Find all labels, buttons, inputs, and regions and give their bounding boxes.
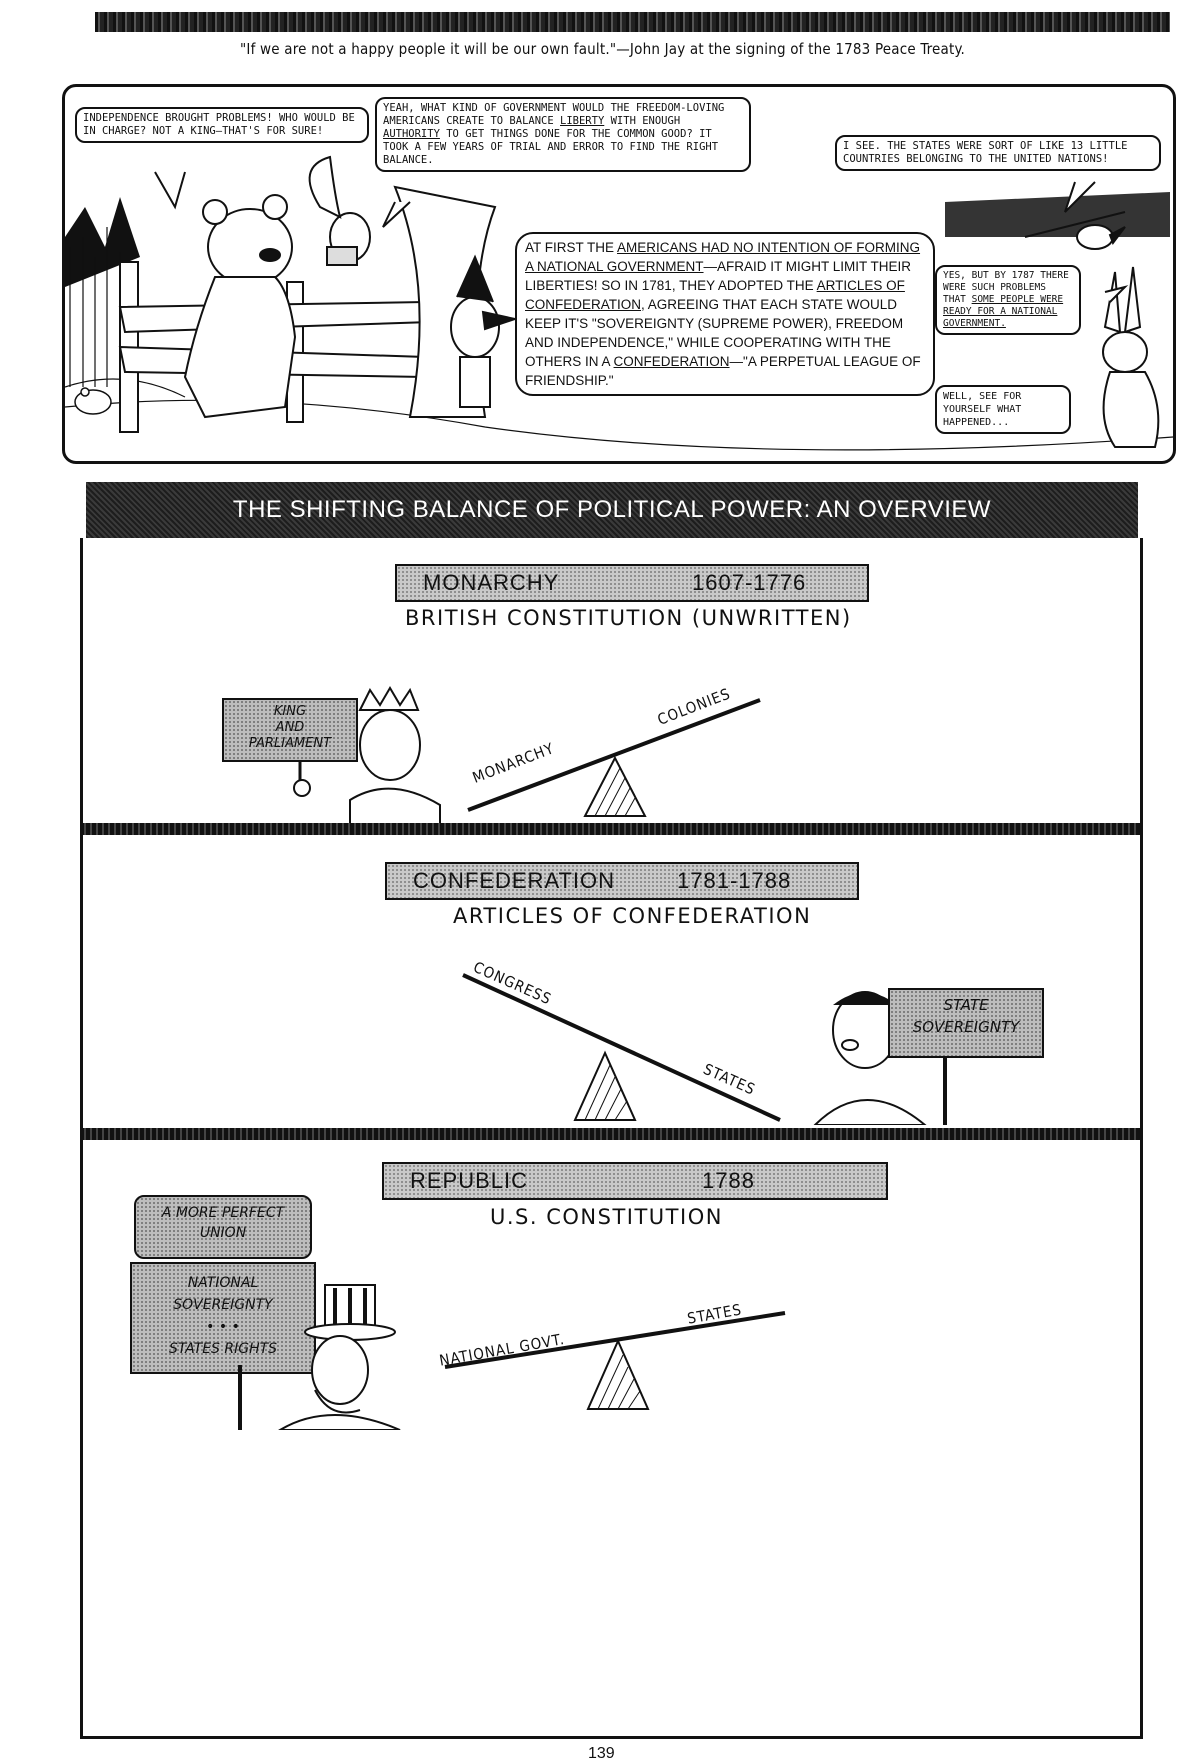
era-years: 1781-1788 [677,868,792,893]
era-name: CONFEDERATION [413,868,616,893]
king-illustration [293,686,441,825]
document-title: ARTICLES OF CONFEDERATION [453,904,812,928]
overview-title: THE SHIFTING BALANCE OF POLITICAL POWER:… [86,482,1138,538]
page-quote: "If we are not a happy people it will be… [240,40,965,58]
sign-line: SOVEREIGNTY [912,1018,1020,1036]
era-name: MONARCHY [423,570,560,595]
speech-bubble-bear: INDEPENDENCE BROUGHT PROBLEMS! WHO WOULD… [75,107,369,143]
speech-bubble-rabbit-2: WELL, SEE FOR YOURSELF WHAT HAPPENED... [935,385,1071,434]
sign-line: AND [275,720,305,735]
era-name: REPUBLIC [410,1168,529,1193]
seesaw-monarchy [467,698,761,817]
sign-line: NATIONAL [187,1275,259,1291]
liberty-term: LIBERTY [560,115,605,127]
narration-text: —"A PERPETUAL LEAGUE OF FRIENDSHIP." [525,354,921,388]
articles-term: ARTICLES OF CONFEDERATION [525,278,905,312]
confederation-term: CONFEDERATION [613,354,730,369]
sign-line: • • • [206,1319,240,1335]
era-label-monarchy: MONARCHY 1607-1776 [395,564,869,602]
bubble-underlined: SOME PEOPLE WERE READY FOR A NATIONAL GO… [943,294,1064,329]
speech-bubble-squirrel: YEAH, WHAT KIND OF GOVERNMENT WOULD THE … [375,97,751,172]
seesaw-confederation [462,973,781,1122]
sign-king-parliament: KING AND PARLIAMENT [222,698,358,762]
era-label-republic: REPUBLIC 1788 [382,1162,888,1200]
speech-bubble-bird: I SEE. THE STATES WERE SORT OF LIKE 13 L… [835,135,1161,171]
sign-line: UNION [199,1225,247,1241]
comic-panel: INDEPENDENCE BROUGHT PROBLEMS! WHO WOULD… [62,84,1176,464]
sign-line: SOVEREIGNTY [173,1297,273,1313]
era-label-confederation: CONFEDERATION 1781-1788 [385,862,859,900]
sign-state-sovereignty: STATE SOVEREIGNTY [888,988,1044,1058]
sign-national-sovereignty: NATIONAL SOVEREIGNTY • • • STATES RIGHTS [130,1262,316,1374]
document-title: U.S. CONSTITUTION [490,1205,723,1229]
narration-text: AT FIRST THE [525,240,618,255]
narration-underlined: AMERICANS HAD NO INTENTION OF FORMING A … [525,240,921,274]
sign-line: STATE [943,996,989,1014]
colonist-illustration [813,991,947,1125]
era-years: 1607-1776 [692,570,807,595]
era-years: 1788 [702,1168,755,1193]
narration-text: —AFRAID IT MIGHT LIMIT THEIR LIBERTIES! … [525,259,912,293]
page-number: 139 [588,1745,615,1762]
sign-line: KING [273,704,307,719]
sign-line: PARLIAMENT [248,736,332,751]
bubble-text: TO GET THINGS DONE FOR THE COMMON GOOD? … [383,128,719,166]
bubble-text: WITH ENOUGH [604,115,681,127]
document-title: BRITISH CONSTITUTION (UNWRITTEN) [405,606,852,630]
bubble-text: YES, BUT BY 1787 THERE WERE SUCH PROBLEM… [943,270,1069,305]
bubble-text: YEAH, WHAT KIND OF GOVERNMENT WOULD THE … [383,102,725,127]
uncle-sam-illustration [238,1284,401,1430]
section-divider [80,823,1140,835]
sign-line: STATES RIGHTS [168,1341,278,1357]
seesaw-republic [444,1311,786,1410]
section-divider [80,1128,1140,1140]
speech-bubble-rabbit-1: YES, BUT BY 1787 THERE WERE SUCH PROBLEM… [935,265,1081,335]
sign-line: A MORE PERFECT [161,1205,285,1221]
narration-box: AT FIRST THE AMERICANS HAD NO INTENTION … [515,232,935,396]
comic-illustration [65,155,1173,451]
authority-term: AUTHORITY [383,128,440,140]
sign-more-perfect-union: A MORE PERFECT UNION [134,1195,312,1259]
header-strip [95,12,1170,32]
narration-text: , AGREEING THAT EACH STATE WOULD KEEP IT… [525,297,904,369]
